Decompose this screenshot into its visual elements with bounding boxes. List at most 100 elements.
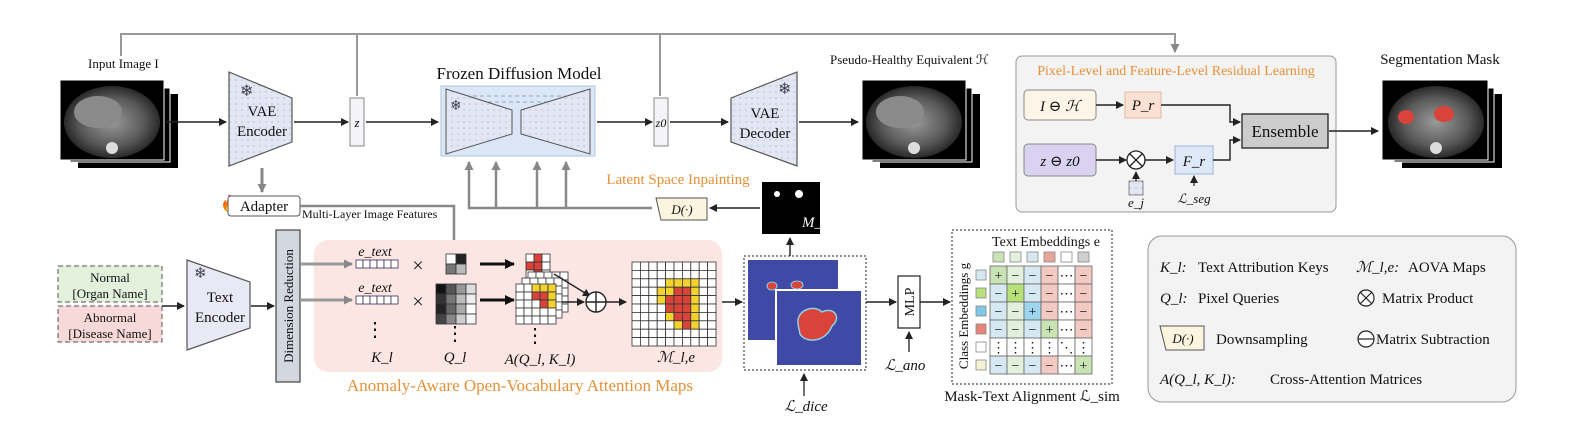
aova-cell (648, 320, 658, 330)
aova-cell (690, 278, 700, 288)
attention-cell (533, 261, 543, 271)
e-text-label-2: e_text (358, 281, 393, 296)
alignment-cell-value: − (1080, 323, 1088, 338)
e-text-vector-2 (355, 295, 399, 305)
aova-cell (707, 269, 717, 280)
aova-cell (690, 320, 700, 330)
aova-cell (673, 320, 683, 330)
legend-item-downsampling: D(·) Downsampling (1159, 325, 1308, 351)
legend-symbol-cross-attention: A(Q_l, K_l): (1159, 372, 1236, 388)
inpainting-feedback (464, 161, 652, 210)
aova-cell (640, 261, 650, 271)
aova-cell (707, 295, 717, 305)
e-text-cell (390, 295, 399, 305)
aova-cell (648, 269, 658, 280)
query-cell (435, 303, 447, 315)
alignment-cell-value: − (1029, 269, 1037, 284)
alignment-cell-value: ⋯ (1060, 305, 1074, 320)
segmentation-mask-stack (1381, 79, 1502, 168)
text-prompts: Normal [Organ Name] Abnormal [Disease Na… (57, 265, 163, 343)
aova-cell (690, 328, 700, 339)
aova-cell (682, 278, 692, 288)
aova-cell (631, 328, 641, 339)
z-box (349, 97, 365, 147)
alignment-cell-value: ⋮ (1009, 341, 1023, 356)
alignment-cell-value: − (1012, 323, 1020, 338)
aova-cell (690, 261, 700, 271)
arrow-pr-ensemble (1161, 104, 1241, 126)
text-embedding-swatch (992, 251, 1005, 263)
legend-symbol-kl: K_l: (1159, 260, 1187, 276)
alignment-cell-value: − (995, 359, 1003, 374)
dimension-reduction-label: Dimension Reduction (281, 249, 296, 363)
aova-cell (682, 269, 692, 280)
aova-cell (631, 337, 641, 347)
input-image-label: Input Image I (88, 56, 159, 71)
residual-learning-panel: Pixel-Level and Feature-Level Residual L… (1015, 55, 1337, 213)
aova-cell (673, 278, 683, 288)
aova-cell (707, 337, 717, 347)
z-minus-z0: z ⊖ z0 (1039, 154, 1080, 170)
alignment-cell-value: − (1046, 269, 1054, 284)
class-embedding-swatch (975, 305, 987, 317)
pseudo-healthy-label: Pseudo-Healthy Equivalent ℋ (830, 52, 989, 67)
aova-cell (640, 320, 650, 330)
ensemble-label: Ensemble (1251, 122, 1318, 141)
aova-cell (707, 328, 717, 339)
query-cell (455, 253, 467, 265)
alignment-cell-value: − (1012, 269, 1020, 284)
aova-cell (665, 261, 675, 271)
residual-title: Pixel-Level and Feature-Level Residual L… (1037, 64, 1315, 79)
aova-cell (690, 337, 700, 347)
text-embedding-swatch (1009, 251, 1022, 263)
alignment-cell-value: − (1080, 287, 1088, 302)
i-minus-h: I ⊖ ℋ (1039, 99, 1082, 115)
e-text-cell (383, 295, 392, 305)
aova-cell (656, 261, 667, 271)
z-label: z (353, 115, 359, 130)
downsample-op: D(·) (670, 202, 692, 217)
attention-cell (539, 283, 549, 293)
vae-encoder-line1: VAE (248, 104, 277, 120)
e-text-cell (383, 259, 392, 269)
arrow-attn-sum-1 (553, 273, 591, 297)
alignment-cell-value: − (1046, 287, 1054, 302)
downsample-block (655, 197, 708, 221)
e-text-cell (376, 295, 385, 305)
aova-cell (698, 320, 709, 330)
alignment-matrix: +−−−⋯−−+−−⋯−−−+−⋯−−−−+⋯−⋮⋮⋮⋮⋱⋮−−−−⋯+ (975, 251, 1093, 375)
prompt-normal-line1: Normal (90, 270, 130, 285)
alignment-cell-value: + (995, 269, 1003, 284)
alignment-cell-value: ⋯ (1060, 287, 1074, 302)
aova-cell (707, 303, 717, 313)
query-cell (465, 313, 477, 325)
aova-cell (698, 295, 709, 305)
legend-item-cross-attention: A(Q_l, K_l): Cross-Attention Matrices (1159, 372, 1422, 388)
aova-cell (698, 328, 709, 339)
aova-cell (648, 286, 658, 297)
vae-decoder-line2: Decoder (740, 126, 791, 142)
e-text-cell (369, 295, 378, 305)
aova-cell (682, 295, 692, 305)
attention-cell (531, 315, 541, 325)
alignment-cell-value: ⋮ (1043, 341, 1057, 356)
ml-mask (762, 182, 820, 234)
aova-cell (698, 286, 709, 297)
alignment-cell-value: ⋮ (1026, 341, 1040, 356)
aova-cell (698, 337, 709, 347)
legend-item-mle: ℳ_l,e: AOVA Maps (1356, 260, 1486, 276)
aova-cell (665, 278, 675, 288)
e-text-cell (376, 259, 385, 269)
aova-cell (656, 320, 667, 330)
alignment-cell-value: − (1046, 359, 1054, 374)
text-embedding-swatch (1043, 251, 1056, 263)
z0-box (653, 97, 669, 147)
aova-cell (682, 303, 692, 313)
aova-cell (698, 303, 709, 313)
aova-cell (665, 311, 675, 322)
aova-cell (682, 286, 692, 297)
text-encoder-line2: Encoder (195, 310, 245, 326)
alignment-cell-value: ⋮ (992, 341, 1006, 356)
attention-cell (523, 299, 533, 309)
